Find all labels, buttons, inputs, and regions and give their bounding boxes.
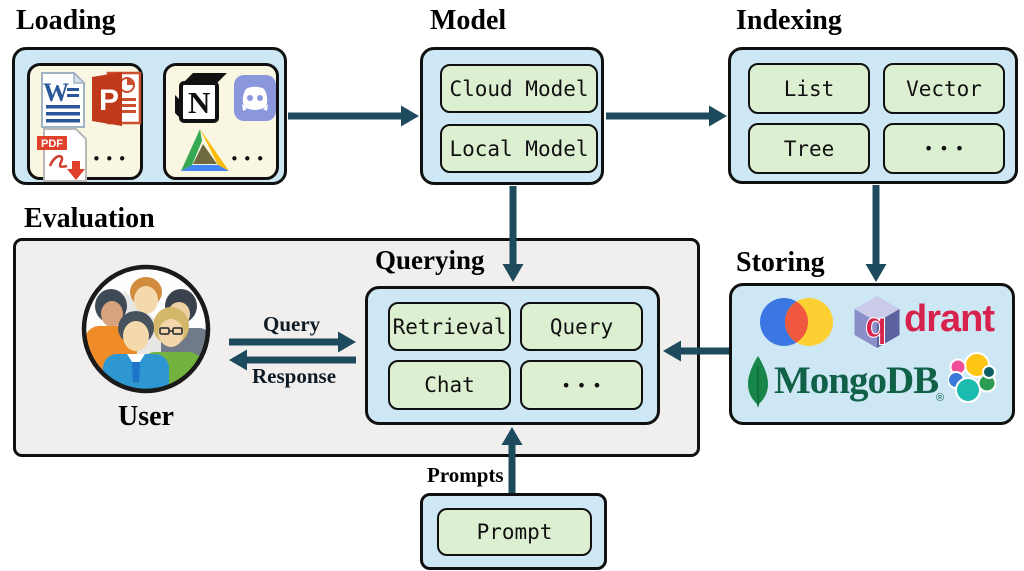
indexing-panel: List Vector Tree ••• <box>728 47 1018 184</box>
app-sources-card: N ••• <box>163 63 279 180</box>
mongodb-leaf-icon <box>748 356 768 408</box>
powerpoint-letter: P <box>99 84 119 117</box>
local-model-chip: Local Model <box>440 124 598 173</box>
elastic-icon <box>948 352 996 403</box>
qdrant-icon: q <box>854 296 900 348</box>
qdrant-q-glyph: q <box>865 304 887 345</box>
mongodb-wordmark: MongoDB <box>774 359 939 402</box>
apps-ellipsis: ••• <box>230 150 269 168</box>
retrieval-chip: Retrieval <box>388 302 511 351</box>
powerpoint-icon: P <box>92 71 142 126</box>
arrow-loading-to-model <box>288 105 419 127</box>
query-chip: Query <box>520 302 643 351</box>
arrow-model-to-indexing <box>606 105 727 127</box>
querying-title: Querying <box>375 245 485 275</box>
response-arrow-label: Response <box>252 364 337 388</box>
model-panel: Cloud Model Local Model <box>420 47 604 185</box>
query-arrow-label: Query <box>263 312 321 336</box>
loading-panel: W P PDF ••• <box>12 47 287 185</box>
index-ellipsis-chip: ••• <box>883 123 1005 174</box>
list-index-chip: List <box>748 63 870 114</box>
prompt-chip: Prompt <box>437 508 592 556</box>
document-sources-card: W P PDF ••• <box>27 63 143 182</box>
tree-index-chip: Tree <box>748 123 870 174</box>
notion-letter: N <box>188 85 210 120</box>
arrow-indexing-to-storing <box>865 185 887 282</box>
prompts-arrow-label: Prompts <box>427 463 504 487</box>
loading-title: Loading <box>16 5 116 36</box>
chat-chip: Chat <box>388 360 511 410</box>
word-icon: W <box>41 72 86 128</box>
user-label: User <box>118 401 174 432</box>
notion-icon: N <box>175 73 227 123</box>
chroma-icon <box>760 298 833 346</box>
querying-ellipsis-chip: ••• <box>520 360 643 410</box>
storing-title: Storing <box>736 247 825 278</box>
prompt-panel: Prompt <box>420 493 607 570</box>
discord-icon <box>234 75 276 121</box>
user-avatar-group <box>81 264 211 394</box>
mongodb-registered-mark: ® <box>936 392 945 404</box>
cloud-model-chip: Cloud Model <box>440 64 598 113</box>
evaluation-title: Evaluation <box>24 203 155 234</box>
word-letter: W <box>43 78 69 107</box>
pdf-icon: PDF <box>37 128 87 182</box>
qdrant-wordmark: drant <box>904 298 995 340</box>
documents-ellipsis: ••• <box>92 150 131 168</box>
storing-panel: q drant MongoDB ® <box>729 283 1015 425</box>
querying-panel: Retrieval Query Chat ••• <box>365 286 660 425</box>
vector-index-chip: Vector <box>883 63 1005 114</box>
google-drive-icon <box>181 129 229 171</box>
pdf-label: PDF <box>41 138 63 150</box>
indexing-title: Indexing <box>736 5 842 36</box>
model-title: Model <box>430 5 507 36</box>
